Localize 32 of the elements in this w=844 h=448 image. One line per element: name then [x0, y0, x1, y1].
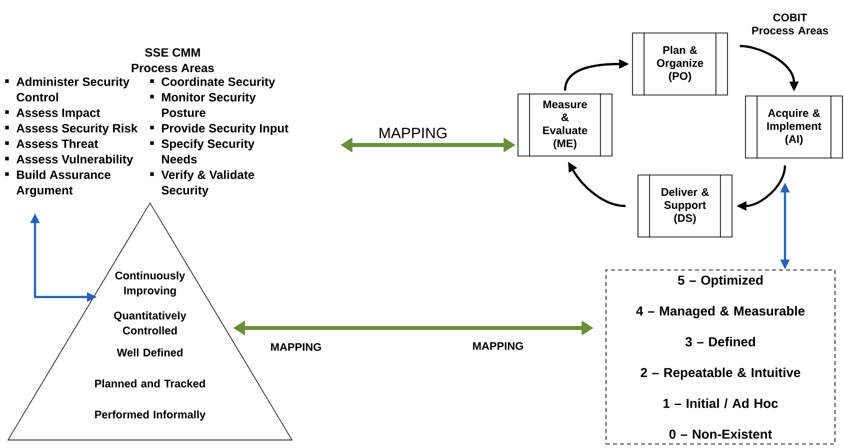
- area-heading: COBIT Process Areas: [752, 14, 828, 34]
- list-item: Coordinate Security: [150, 77, 276, 88]
- process-box: Acquire & Implement (AI): [745, 95, 843, 159]
- process-box: Measure & Evaluate (ME): [518, 93, 612, 157]
- list-item: Assess Threat: [5, 139, 98, 148]
- edge-label: MAPPING: [377, 126, 449, 140]
- level-text: 4 – Managed & Measurable: [636, 306, 805, 318]
- list-item: Specify Security Needs: [150, 139, 254, 164]
- level-text: 2 – Repeatable & Intuitive: [640, 368, 800, 380]
- level-text: 1 – Initial / Ad Hoc: [664, 398, 778, 408]
- list-item: Verify & Validate Security: [150, 170, 254, 197]
- list-item: Assess Vulnerability: [5, 154, 134, 166]
- level-text: Continuously Improving: [115, 271, 186, 297]
- area-heading: SSE CMM Process Areas: [132, 48, 214, 72]
- process-box: Deliver & Support (DS): [638, 174, 732, 238]
- level-text: 3 – Defined: [685, 336, 756, 346]
- list-item: Build Assurance Argument: [5, 170, 110, 197]
- list-item: Monitor Security Posture: [150, 92, 256, 117]
- level-box: [606, 270, 836, 444]
- level-text: Quantitatively Controlled: [114, 311, 186, 334]
- list-item: Assess Impact: [5, 108, 100, 120]
- level-text: Well Defined: [116, 348, 182, 356]
- mapping-text: MAPPING: [473, 342, 523, 350]
- level-text: Performed Informally: [95, 410, 206, 421]
- list-item: Assess Security Risk: [5, 124, 138, 135]
- level-text: Planned and Tracked: [95, 379, 205, 388]
- list-item: Administer Security Control: [5, 77, 130, 102]
- process-box: Plan & Organize (PO): [632, 32, 728, 96]
- level-text: 5 – Optimized: [678, 275, 763, 288]
- level-text: 0 – Non-Existent: [669, 429, 772, 439]
- list-item: Provide Security Input: [150, 124, 288, 135]
- edge-label: MAPPING: [269, 342, 323, 352]
